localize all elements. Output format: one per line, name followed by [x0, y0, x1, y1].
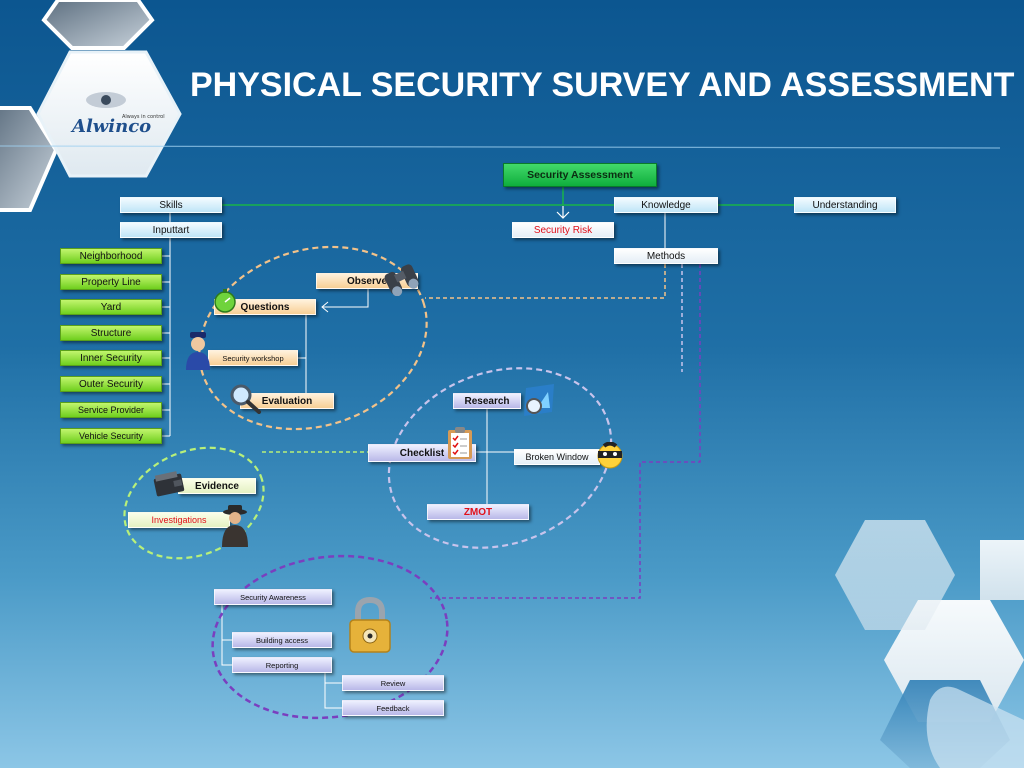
node-zmot[interactable]: ZMOT [427, 504, 529, 520]
clipboard-checklist-icon [448, 427, 472, 459]
detective-icon [222, 505, 248, 547]
logo-name: Alwinco [72, 116, 152, 137]
hex-logo [36, 50, 182, 178]
hex-br-2 [835, 520, 955, 630]
stopwatch-icon [214, 289, 236, 313]
node-review[interactable]: Review [342, 675, 444, 691]
binoculars-icon [384, 264, 419, 296]
node-questions[interactable]: Questions [214, 299, 316, 315]
skill-inner-security[interactable]: Inner Security [60, 350, 162, 366]
skill-vehicle-security[interactable]: Vehicle Security [60, 428, 162, 444]
dash-methods-awareness [430, 264, 701, 599]
node-feedback[interactable]: Feedback [342, 700, 444, 716]
hex-br-3 [980, 540, 1024, 600]
node-skills[interactable]: Skills [120, 197, 222, 213]
node-evaluation[interactable]: Evaluation [240, 393, 334, 409]
connector-awareness-tree [221, 605, 232, 666]
logo-tagline: Always in control [122, 114, 165, 120]
node-security-risk[interactable]: Security Risk [512, 222, 614, 238]
arrow-observe-questions [321, 288, 369, 313]
wallet-icon [153, 471, 185, 497]
page-title: PHYSICAL SECURITY SURVEY AND ASSESSMENT [190, 66, 1015, 104]
node-security-assessment[interactable]: Security Assessment [503, 163, 657, 187]
node-methods[interactable]: Methods [614, 248, 718, 264]
connector-reporting-tree [324, 673, 342, 709]
skill-service-provider[interactable]: Service Provider [60, 402, 162, 418]
node-broken-window[interactable]: Broken Window [514, 449, 600, 465]
group-ellipse-awareness [211, 554, 449, 720]
node-investigations[interactable]: Investigations [128, 512, 230, 528]
masked-thief-icon [597, 442, 623, 469]
chart-magnifier-icon [524, 384, 554, 416]
police-officer-icon [186, 332, 210, 370]
skill-neighborhood[interactable]: Neighborhood [60, 248, 162, 264]
magnifier-icon [230, 384, 261, 414]
skill-property-line[interactable]: Property Line [60, 274, 162, 290]
hex-photo-top [41, 0, 155, 50]
skill-yard[interactable]: Yard [60, 299, 162, 315]
connector-skills-ticks [162, 255, 170, 437]
title-divider [0, 145, 1001, 149]
group-ellipse-evidence [123, 446, 265, 560]
group-ellipse-research [387, 367, 613, 549]
skill-outer-security[interactable]: Outer Security [60, 376, 162, 392]
node-security-awareness[interactable]: Security Awareness [214, 589, 332, 605]
node-security-workshop[interactable]: Security workshop [208, 350, 298, 366]
skill-structure[interactable]: Structure [60, 325, 162, 341]
padlock-icon [349, 596, 391, 653]
group-ellipse-observe [198, 245, 428, 431]
node-knowledge[interactable]: Knowledge [614, 197, 718, 213]
pointing-hand-graphic [926, 686, 1024, 768]
arrow-to-security-risk [556, 206, 570, 219]
node-inputtart[interactable]: Inputtart [120, 222, 222, 238]
node-building-access[interactable]: Building access [232, 632, 332, 648]
hex-photo-left [0, 106, 59, 212]
eye-pupil [101, 95, 111, 105]
dash-methods-observe [425, 264, 666, 299]
node-evidence[interactable]: Evidence [178, 478, 256, 494]
node-reporting[interactable]: Reporting [232, 657, 332, 673]
node-research[interactable]: Research [453, 393, 521, 409]
node-understanding[interactable]: Understanding [794, 197, 896, 213]
